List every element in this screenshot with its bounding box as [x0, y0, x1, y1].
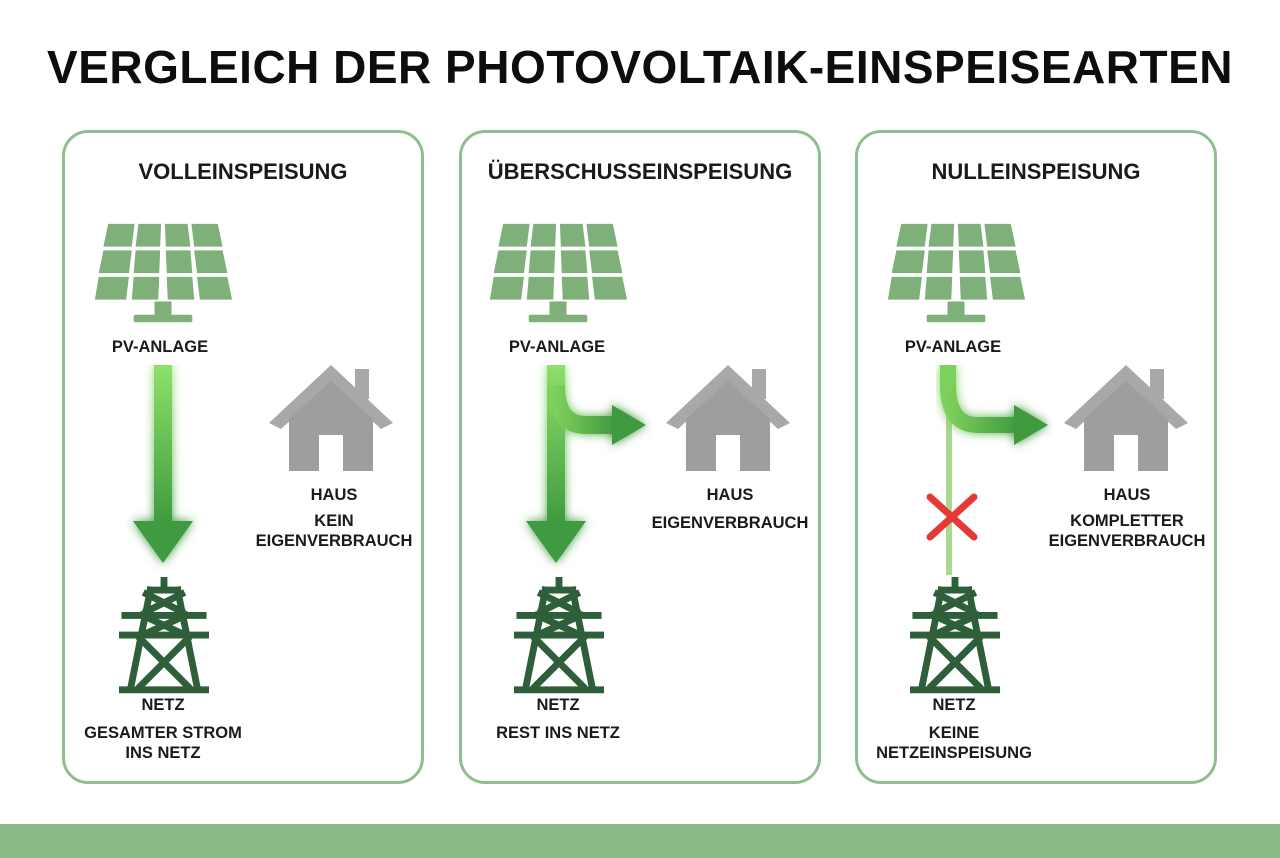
curved-arrow-icon: [940, 365, 1048, 445]
split-arrow-icon: [526, 365, 646, 563]
grid-desc-line: GESAMTER STROM: [84, 724, 242, 742]
blocked-x-icon: [926, 493, 978, 541]
panel-title: NULLEINSPEISUNG: [931, 159, 1141, 184]
solar-panel-icon: [887, 223, 1026, 323]
line-to-grid-icon: [946, 365, 952, 575]
grid-desc-line: NETZEINSPEISUNG: [876, 744, 1032, 762]
panel-nulleinspeisung: NULLEINSPEISUNG PV-ANLAGE HAUS KOMPLETTE…: [855, 130, 1217, 784]
panel-volleinspeisung: VOLLEINSPEISUNG PV-ANLAGE HAUS KEIN EIGE…: [62, 130, 424, 784]
house-icon: [269, 365, 393, 471]
grid-label: NETZ: [536, 696, 580, 714]
page-title: VERGLEICH DER PHOTOVOLTAIK-EINSPEISEARTE…: [47, 41, 1233, 93]
grid-desc-line: KEINE: [928, 724, 980, 742]
solar-panel-icon: [489, 223, 628, 323]
grid-label: NETZ: [932, 696, 976, 714]
footer-bar: [0, 824, 1280, 858]
grid-label: NETZ: [141, 696, 185, 714]
panel-ueberschusseinspeisung: ÜBERSCHUSSEINSPEISUNG PV-ANLAGE HAUS EIG…: [459, 130, 821, 784]
house-label: HAUS: [310, 486, 358, 504]
panel-title: ÜBERSCHUSSEINSPEISUNG: [487, 159, 793, 184]
house-desc-line: EIGENVERBRAUCH: [255, 532, 413, 550]
pv-label: PV-ANLAGE: [111, 338, 209, 356]
house-desc-line: EIGENVERBRAUCH: [651, 514, 809, 532]
power-pylon-icon: [119, 577, 209, 695]
house-desc-line: KEIN: [314, 512, 354, 530]
power-pylon-icon: [910, 577, 1000, 695]
power-pylon-icon: [514, 577, 604, 695]
house-desc-line: EIGENVERBRAUCH: [1048, 532, 1206, 550]
pv-label: PV-ANLAGE: [904, 338, 1002, 356]
grid-desc-line: REST INS NETZ: [496, 724, 620, 742]
arrow-down-icon: [133, 365, 193, 563]
house-icon: [666, 365, 790, 471]
panel-title: VOLLEINSPEISUNG: [138, 159, 348, 184]
grid-desc-line: INS NETZ: [125, 744, 201, 762]
solar-panel-icon: [94, 223, 233, 323]
house-desc-line: KOMPLETTER: [1070, 512, 1184, 530]
house-label: HAUS: [706, 486, 754, 504]
pv-label: PV-ANLAGE: [508, 338, 606, 356]
house-icon: [1064, 365, 1188, 471]
house-label: HAUS: [1103, 486, 1151, 504]
